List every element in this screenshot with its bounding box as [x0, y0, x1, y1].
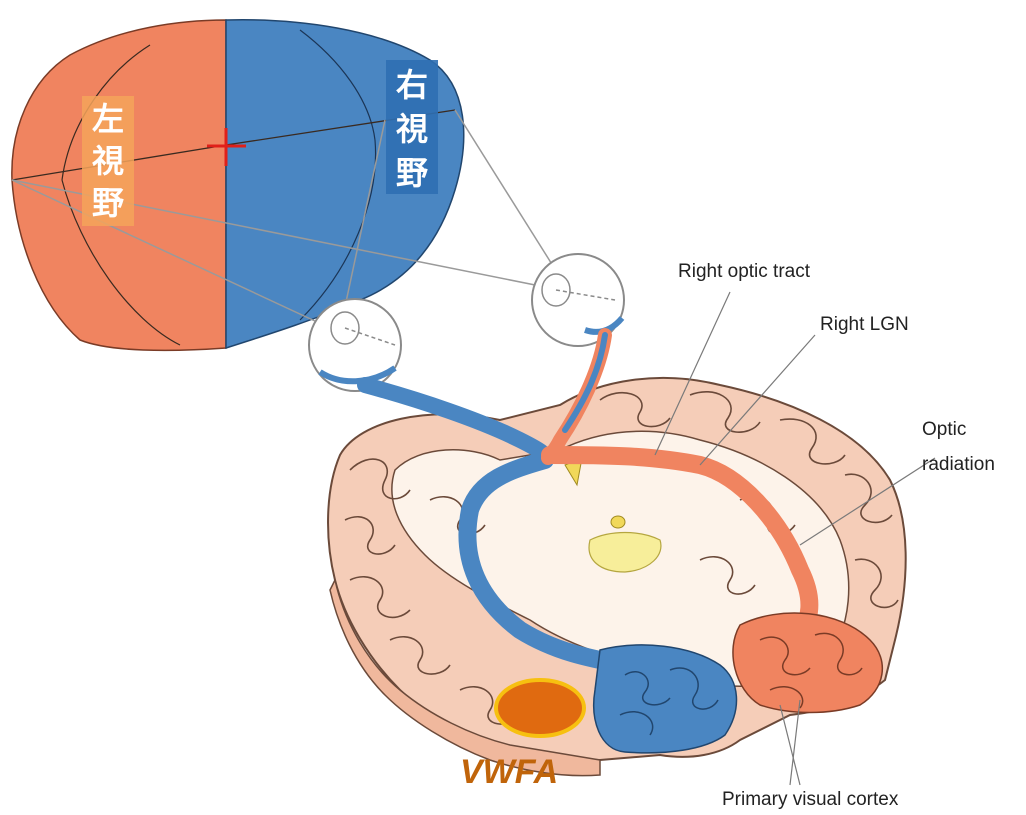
right-field-char: 視 [396, 110, 428, 148]
left-field-char: 野 [92, 184, 124, 222]
vwfa-region [496, 680, 584, 736]
left-field-label: 左 視 野 [82, 96, 134, 226]
right-lgn-label: Right LGN [820, 314, 909, 335]
left-eye [309, 299, 401, 391]
left-primary-visual-cortex [594, 645, 737, 753]
left-field-char: 左 [92, 100, 124, 138]
ventricle-dot [611, 516, 625, 528]
right-optic-tract-label: Right optic tract [678, 261, 811, 282]
right-field-label: 右 視 野 [386, 60, 438, 194]
left-field-char: 視 [92, 142, 124, 180]
vwfa-label: VWFA [460, 753, 558, 791]
right-field-char: 右 [396, 66, 428, 104]
right-field-char: 野 [396, 154, 428, 192]
primary-visual-cortex-label: Primary visual cortex [722, 789, 899, 810]
optic-radiation-label-line2: radiation [922, 454, 995, 475]
optic-radiation-label-line1: Optic [922, 419, 966, 440]
